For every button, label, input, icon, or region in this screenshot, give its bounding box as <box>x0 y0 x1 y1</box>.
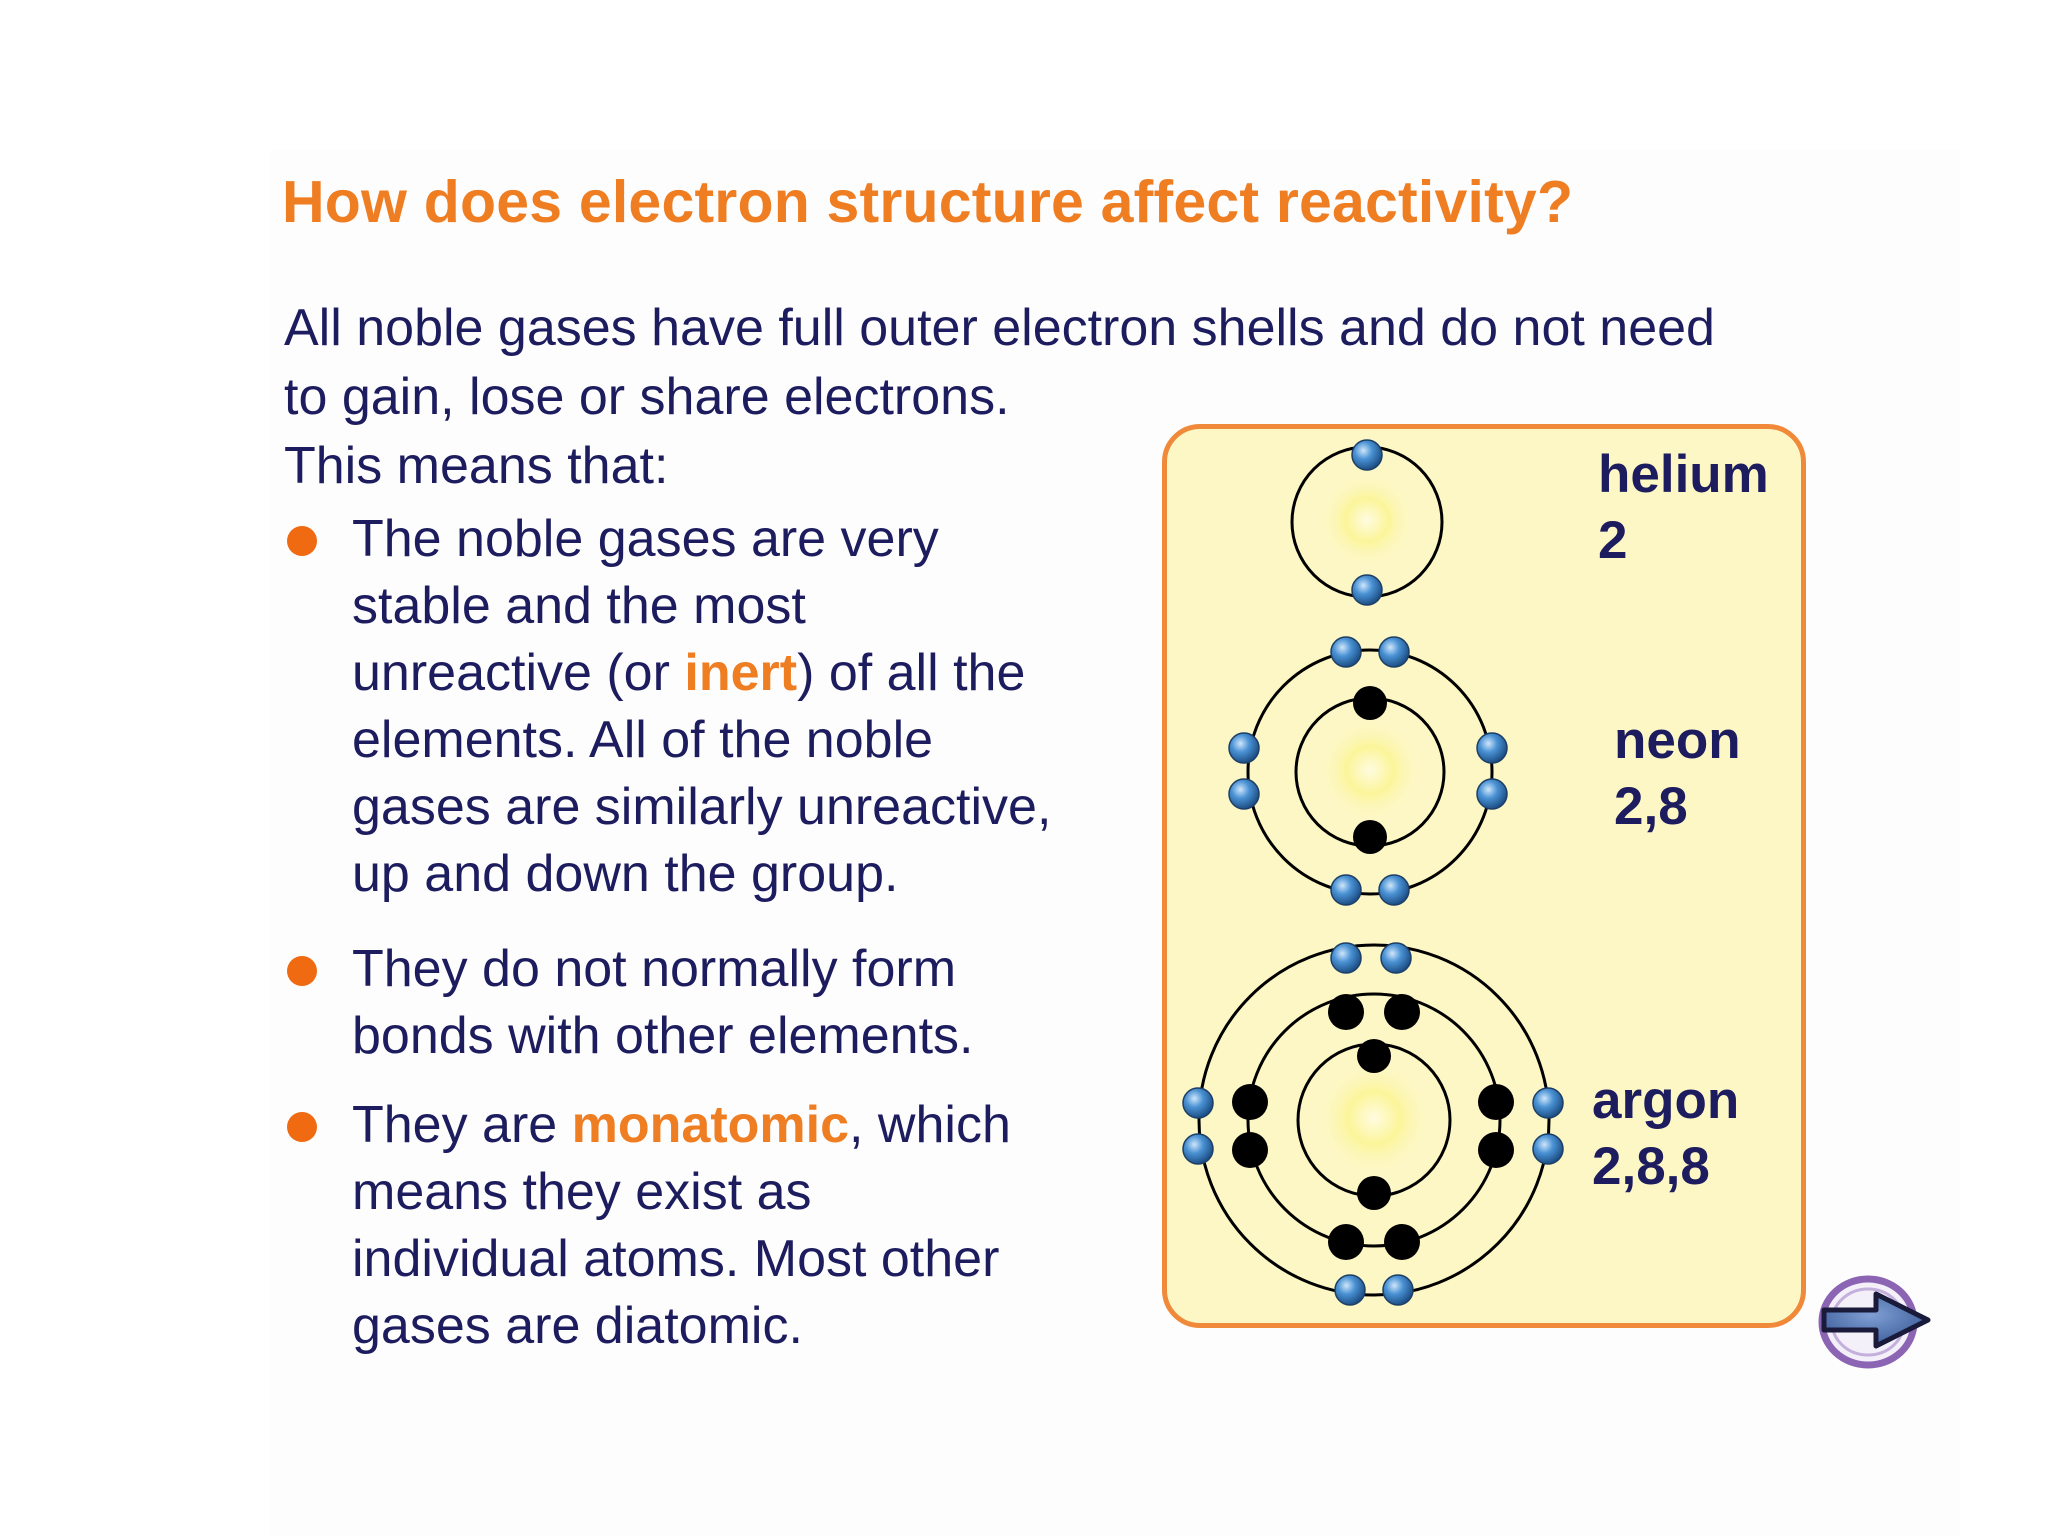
electron <box>1384 994 1420 1030</box>
text-run: ) of all the <box>797 644 1026 702</box>
electron <box>1182 1133 1214 1165</box>
intro-text: All noble gases have full outer electron… <box>284 294 1964 501</box>
electron <box>1330 636 1362 668</box>
electron <box>1330 942 1362 974</box>
next-slide-button[interactable] <box>1810 1270 1938 1370</box>
electron <box>1351 574 1383 606</box>
electron-configuration: 2,8 <box>1614 777 1688 836</box>
electron <box>1353 686 1387 720</box>
electron <box>1328 1224 1364 1260</box>
element-name: argon <box>1592 1071 1740 1130</box>
intro-line: All noble gases have full outer electron… <box>284 299 1715 357</box>
electron-configuration: 2 <box>1598 511 1628 570</box>
bullet-bonds: They do not normally form bonds with oth… <box>287 936 1182 1070</box>
electron <box>1478 1132 1514 1168</box>
neon-label: neon 2,8 <box>1614 708 1741 840</box>
bullet-line: bonds with other elements. <box>352 1007 974 1065</box>
electron-shell <box>1246 992 1502 1248</box>
electron <box>1476 778 1508 810</box>
bullet-dot-icon <box>287 956 317 986</box>
bullet-line: The noble gases are very <box>352 510 939 568</box>
bullet-line: elements. All of the noble <box>352 711 934 769</box>
electron <box>1328 994 1364 1030</box>
term-inert: inert <box>684 644 798 702</box>
bullet-monatomic: They are monatomic, which means they exi… <box>287 1092 1182 1360</box>
bullet-line: means they exist as <box>352 1163 812 1221</box>
electron <box>1532 1133 1564 1165</box>
electron <box>1380 942 1412 974</box>
bullet-line: stable and the most <box>352 577 806 635</box>
element-name: helium <box>1598 445 1769 504</box>
bullet-dot-icon <box>287 1112 317 1142</box>
slide-title: How does electron structure affect react… <box>282 169 1574 235</box>
bullet-line: gases are diatomic. <box>352 1297 803 1355</box>
electron <box>1330 874 1362 906</box>
argon-atom <box>1182 942 1564 1306</box>
atom-diagram-panel <box>1162 424 1806 1328</box>
bullet-line: gases are similarly unreactive, <box>352 778 1052 836</box>
intro-line: to gain, lose or share electrons. <box>284 368 1010 426</box>
text-run: unreactive (or <box>352 644 685 702</box>
electron <box>1228 732 1260 764</box>
bullet-line: individual atoms. Most other <box>352 1230 1000 1288</box>
electron <box>1378 636 1410 668</box>
bullet-line: They are monatomic, which <box>352 1092 1182 1159</box>
bullet-line: They do not normally form <box>352 940 957 998</box>
electron <box>1232 1132 1268 1168</box>
electron <box>1353 820 1387 854</box>
text-run: They are <box>352 1096 572 1154</box>
electron <box>1334 1274 1366 1306</box>
nucleus <box>1319 472 1415 568</box>
electron <box>1384 1224 1420 1260</box>
electron-shell <box>1197 943 1551 1297</box>
electron <box>1382 1274 1414 1306</box>
term-monatomic: monatomic <box>571 1096 850 1154</box>
electron <box>1232 1084 1268 1120</box>
text-run: , which <box>849 1096 1011 1154</box>
helium-label: helium 2 <box>1598 442 1769 574</box>
electron <box>1378 874 1410 906</box>
helium-atom <box>1290 439 1444 606</box>
electron <box>1476 732 1508 764</box>
bullet-line: up and down the group. <box>352 845 899 903</box>
electron <box>1182 1087 1214 1119</box>
intro-line: This means that: <box>284 437 669 495</box>
electron <box>1357 1039 1391 1073</box>
electron <box>1478 1084 1514 1120</box>
electron <box>1532 1087 1564 1119</box>
arrow-right-icon <box>1818 1275 1931 1369</box>
nucleus <box>1318 718 1422 822</box>
electron <box>1351 439 1383 471</box>
element-name: neon <box>1614 711 1741 770</box>
bullet-line: unreactive (or inert) of all the <box>352 640 1182 707</box>
argon-label: argon 2,8,8 <box>1592 1068 1739 1200</box>
electron <box>1357 1176 1391 1210</box>
electron-configuration: 2,8,8 <box>1592 1137 1710 1196</box>
neon-atom <box>1228 636 1508 906</box>
bullet-stability: The noble gases are very stable and the … <box>287 506 1182 908</box>
nucleus <box>1316 1060 1432 1176</box>
electron <box>1228 778 1260 810</box>
electron-shell <box>1246 648 1494 896</box>
bullet-dot-icon <box>287 526 317 556</box>
